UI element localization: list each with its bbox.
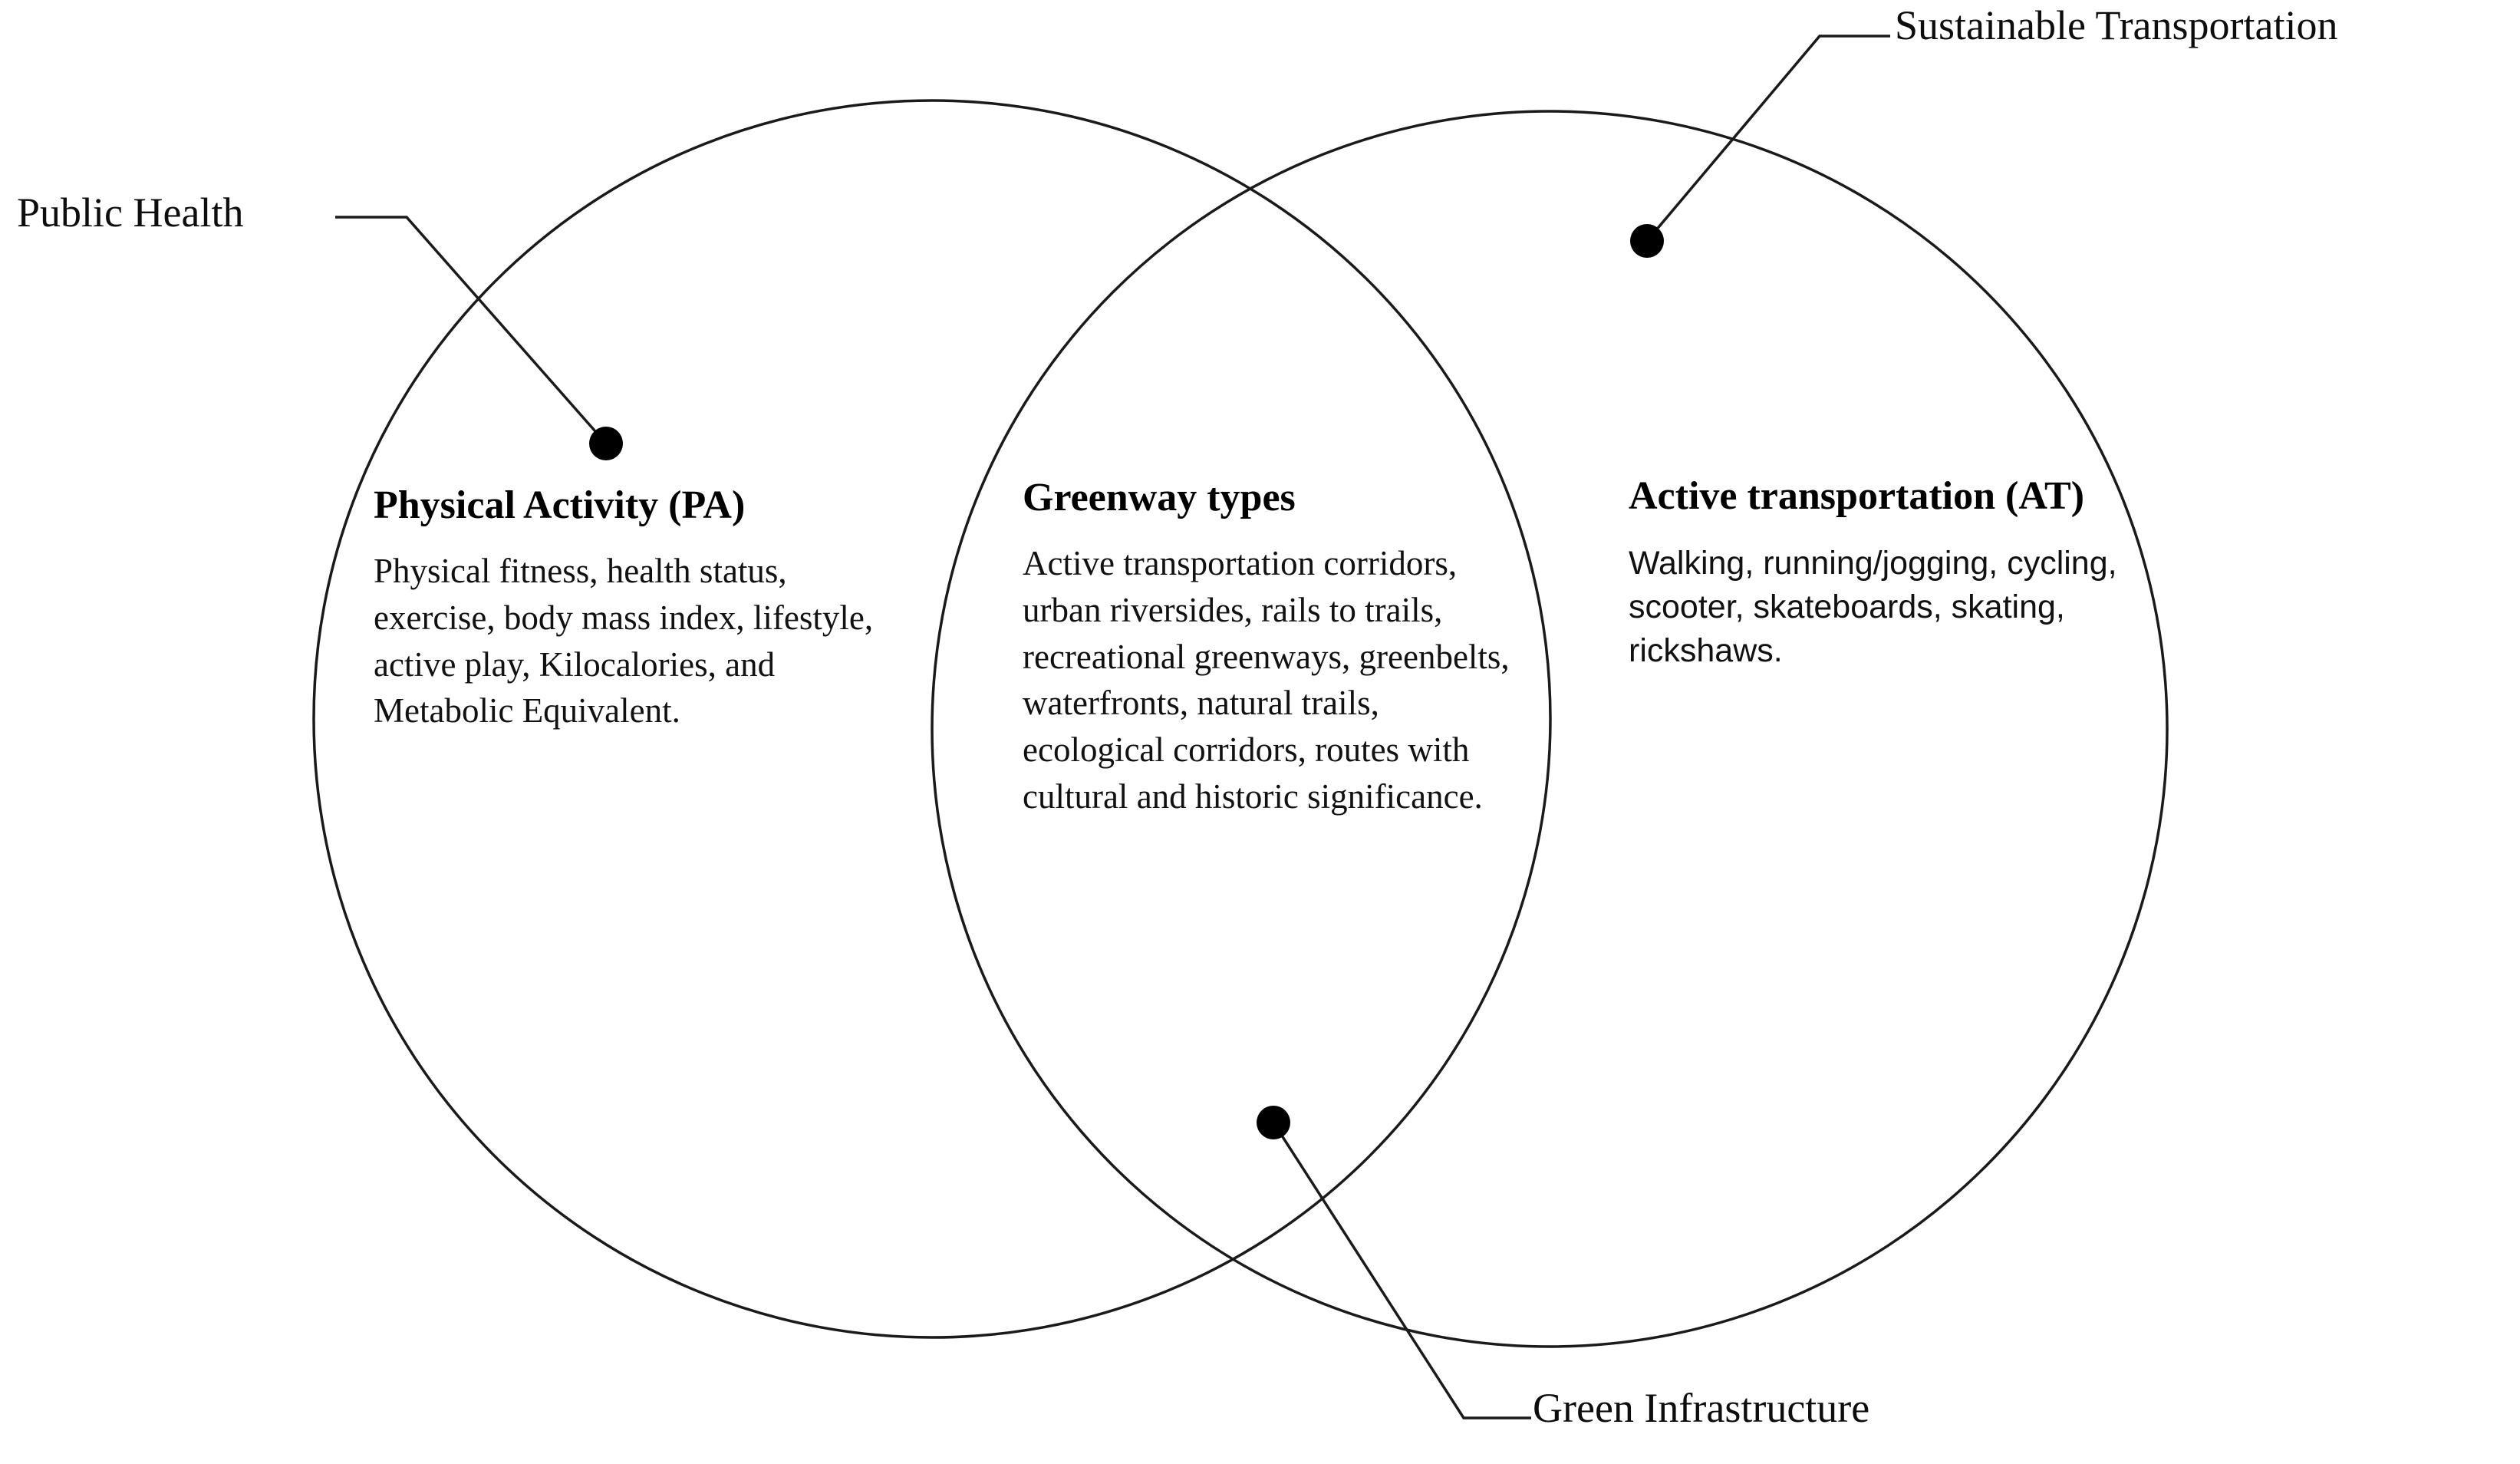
left-set-heading: Physical Activity (PA) — [374, 483, 746, 527]
overlap-set-content: Greenway types Active transportation cor… — [1023, 476, 1529, 820]
left-set-content: Physical Activity (PA) Physical fitness,… — [374, 483, 895, 734]
right-set-heading: Active transportation (AT) — [1629, 474, 2085, 518]
callout-label-green-infrastructure: Green Infrastructure — [1533, 1385, 1870, 1431]
left-set-body: Physical fitness, health status, exercis… — [374, 552, 874, 730]
leader-line-public-health — [335, 216, 608, 445]
right-set-content: Active transportation (AT) Walking, runn… — [1629, 474, 2120, 672]
right-set-body: Walking, running/jogging, cycling, scoot… — [1629, 545, 2117, 669]
leader-line-green-infrastructure — [1272, 1122, 1531, 1419]
overlap-set-body: Active transportation corridors, urban r… — [1023, 544, 1510, 816]
leader-line-sustainable-transportation — [1645, 35, 1890, 242]
leader-dot-green-infrastructure — [1257, 1106, 1290, 1139]
leader-dot-public-health — [589, 427, 623, 460]
callout-label-public-health: Public Health — [17, 190, 244, 236]
callout-label-sustainable-transportation: Sustainable Transportation — [1895, 2, 2338, 48]
overlap-set-heading: Greenway types — [1023, 476, 1296, 519]
right-circle-active-transportation — [931, 110, 2169, 1348]
leader-dot-sustainable-transportation — [1630, 224, 1664, 258]
left-circle-physical-activity — [312, 99, 1552, 1339]
